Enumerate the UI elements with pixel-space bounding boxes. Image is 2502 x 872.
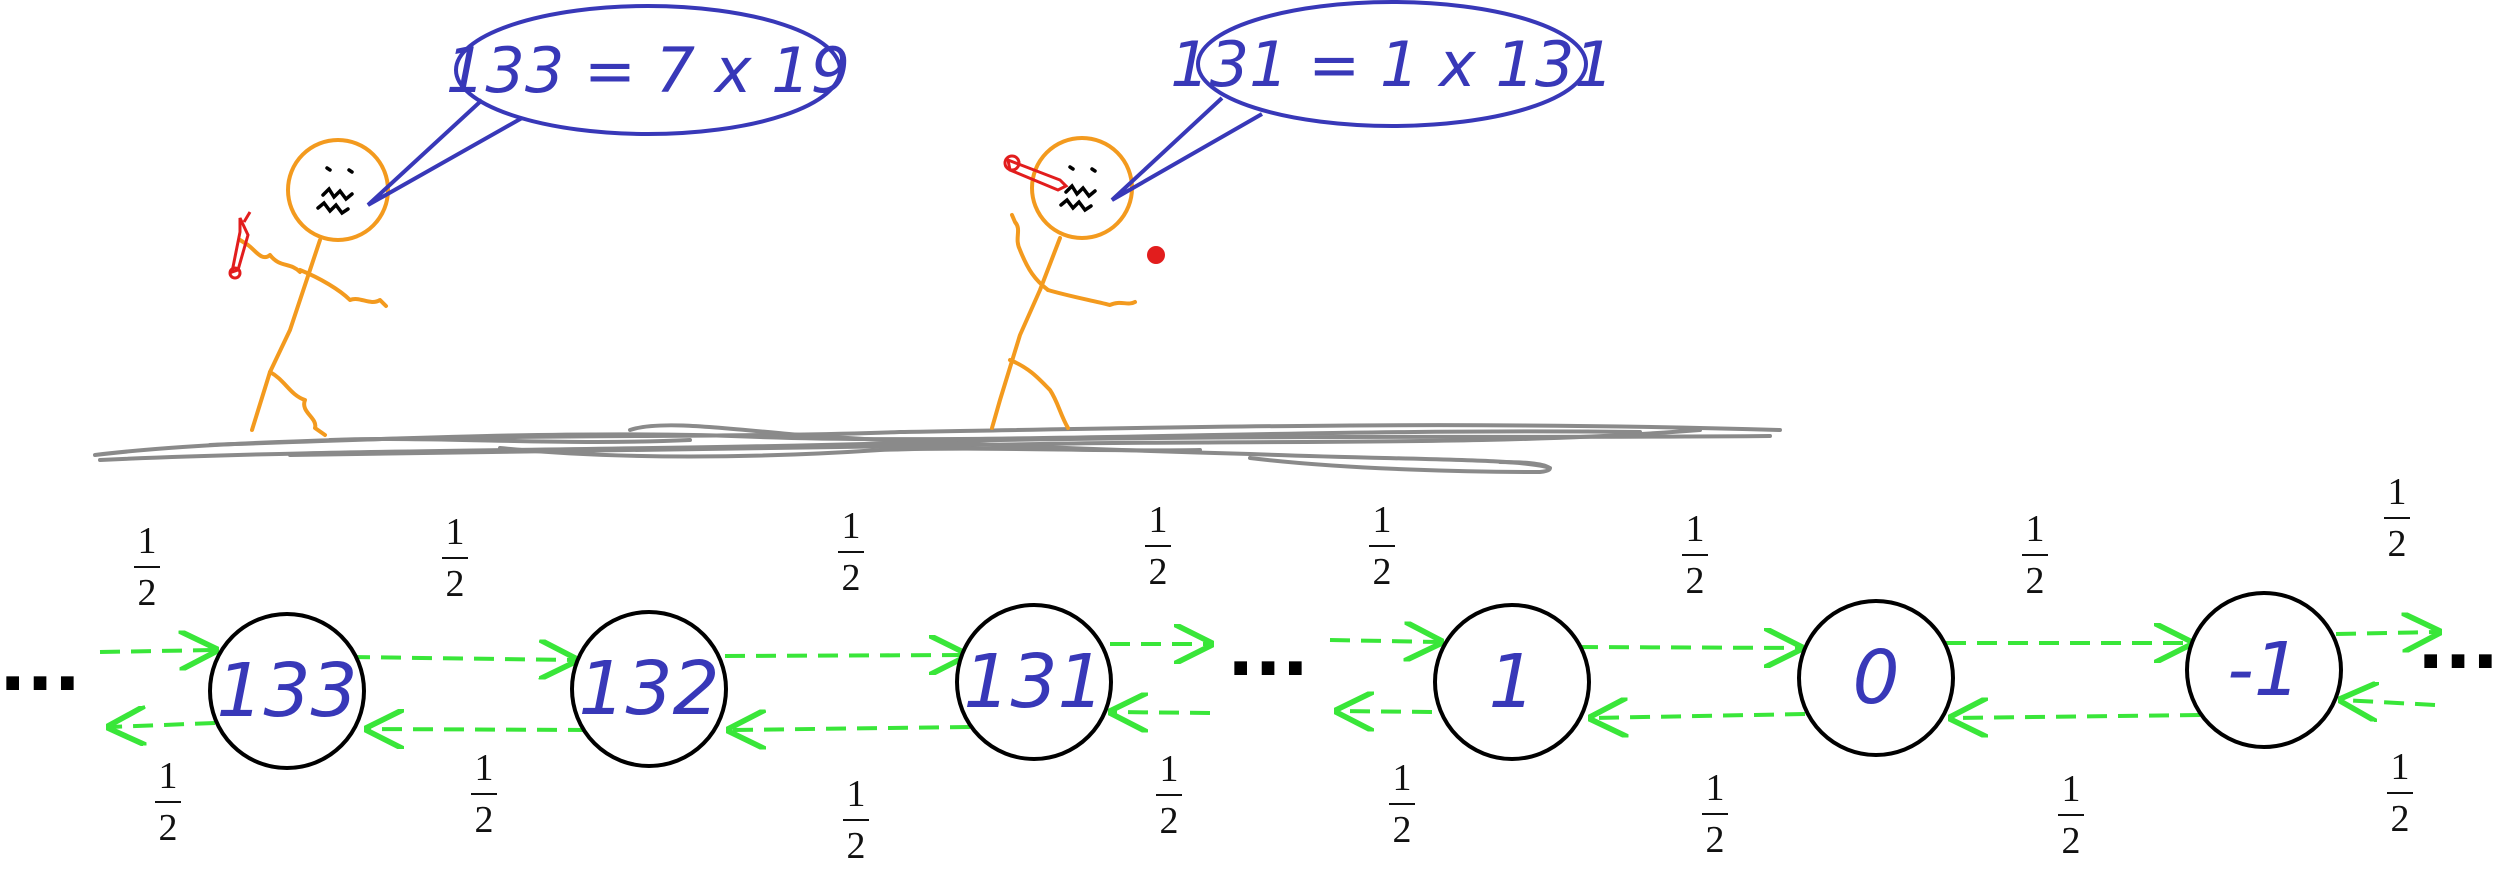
state-label-131: 131 [963, 639, 1104, 725]
transition-arrow [99, 650, 215, 652]
fraction-denominator: 2 [2062, 820, 2081, 862]
fraction-denominator: 2 [159, 807, 178, 849]
fraction: 1 2 [1156, 748, 1182, 842]
state-node-131 [955, 603, 1113, 761]
fraction-denominator: 2 [1373, 551, 1392, 593]
fraction-numerator: 1 [1160, 748, 1179, 790]
state-label-neg1: -1 [2227, 627, 2301, 713]
fraction: 1 2 [2384, 471, 2410, 565]
transition-arrow [1329, 640, 1440, 642]
state-label-133: 133 [216, 648, 357, 734]
state-label-0: 0 [1852, 635, 1899, 721]
forward-transitions [99, 632, 2438, 660]
transition-arrow [1952, 715, 2201, 718]
state-node-133 [208, 612, 366, 770]
speech-bubble-icon [366, 4, 842, 207]
speech-bubble-icon [1110, 0, 1588, 202]
fraction: 1 2 [2387, 746, 2413, 840]
fraction-denominator: 2 [847, 825, 866, 867]
fraction-numerator: 1 [446, 511, 465, 553]
ground-scribble [93, 423, 1782, 475]
fraction: 1 2 [2058, 768, 2084, 862]
fraction: 1 2 [838, 505, 864, 599]
state-node-1 [1433, 603, 1591, 761]
transition-arrow [2335, 632, 2438, 634]
speech-text-1: 133 = 7 x 19 [446, 34, 850, 107]
fraction-denominator: 2 [446, 563, 465, 605]
fraction: 1 2 [471, 747, 497, 841]
transition-arrow [724, 655, 965, 656]
fraction-denominator: 2 [2388, 523, 2407, 565]
figure-face [316, 166, 354, 216]
fractions-upper: 1 2 1 2 1 2 1 2 1 2 1 2 1 [134, 471, 2410, 614]
fraction: 1 2 [1145, 499, 1171, 593]
figure-face [1059, 165, 1097, 213]
fraction-numerator: 1 [1149, 499, 1168, 541]
fraction-numerator: 1 [138, 520, 157, 562]
fraction: 1 2 [843, 773, 869, 867]
transition-arrow [1577, 647, 1800, 648]
transition-arrow [1592, 714, 1806, 718]
fraction-numerator: 1 [159, 755, 178, 797]
transition-arrow [110, 723, 216, 727]
dropped-pin-dot-icon [1147, 246, 1165, 264]
fraction: 1 2 [155, 755, 181, 849]
fraction-denominator: 2 [1393, 809, 1412, 851]
ellipsis-right: ... [2417, 601, 2499, 685]
state-node-132 [570, 610, 728, 768]
speech-text-2: 131 = 1 x 131 [1170, 28, 1614, 101]
transition-arrow [730, 727, 971, 730]
fraction-numerator: 1 [1706, 767, 1725, 809]
fraction-denominator: 2 [138, 572, 157, 614]
fraction: 1 2 [1369, 499, 1395, 593]
ellipsis-middle: ... [1227, 608, 1309, 692]
fraction-numerator: 1 [2062, 768, 2081, 810]
fraction-numerator: 1 [1373, 499, 1392, 541]
fraction-denominator: 2 [1706, 819, 1725, 861]
fraction-denominator: 2 [2026, 560, 2045, 602]
fraction: 1 2 [134, 520, 160, 614]
safety-pin-icon [1003, 154, 1069, 192]
safety-pin-icon [228, 211, 252, 280]
fraction-denominator: 2 [1160, 800, 1179, 842]
fraction: 1 2 [442, 511, 468, 605]
fraction-numerator: 1 [842, 505, 861, 547]
backward-transitions [110, 700, 2436, 730]
fraction-denominator: 2 [842, 557, 861, 599]
fraction: 1 2 [1702, 767, 1728, 861]
fraction-numerator: 1 [2391, 746, 2410, 788]
fraction-denominator: 2 [475, 799, 494, 841]
fraction-numerator: 1 [475, 747, 494, 789]
state-node-neg1 [2185, 591, 2343, 749]
fraction-denominator: 2 [1686, 560, 1705, 602]
fraction-denominator: 2 [1149, 551, 1168, 593]
fraction-numerator: 1 [1686, 508, 1705, 550]
state-label-132: 132 [578, 646, 719, 732]
transition-arrow [1338, 711, 1433, 712]
fraction: 1 2 [2022, 508, 2048, 602]
fraction-numerator: 1 [2026, 508, 2045, 550]
transition-arrow [2342, 700, 2436, 705]
fraction: 1 2 [1682, 508, 1708, 602]
figure-head [286, 138, 390, 242]
fraction-numerator: 1 [2388, 471, 2407, 513]
state-nodes [208, 591, 2343, 770]
transition-arrow [1112, 712, 1211, 713]
fraction: 1 2 [1389, 757, 1415, 851]
transition-arrow [368, 729, 589, 730]
stick-figure-icon [238, 138, 390, 437]
fraction-numerator: 1 [1393, 757, 1412, 799]
fraction-denominator: 2 [2391, 798, 2410, 840]
fraction-numerator: 1 [847, 773, 866, 815]
ellipsis-left: ... [0, 623, 81, 707]
state-label-1: 1 [1488, 639, 1535, 725]
fractions-lower: 1 2 1 2 1 2 1 2 1 2 1 2 1 [155, 746, 2413, 867]
state-node-0 [1797, 599, 1955, 757]
transition-arrow [349, 657, 575, 660]
